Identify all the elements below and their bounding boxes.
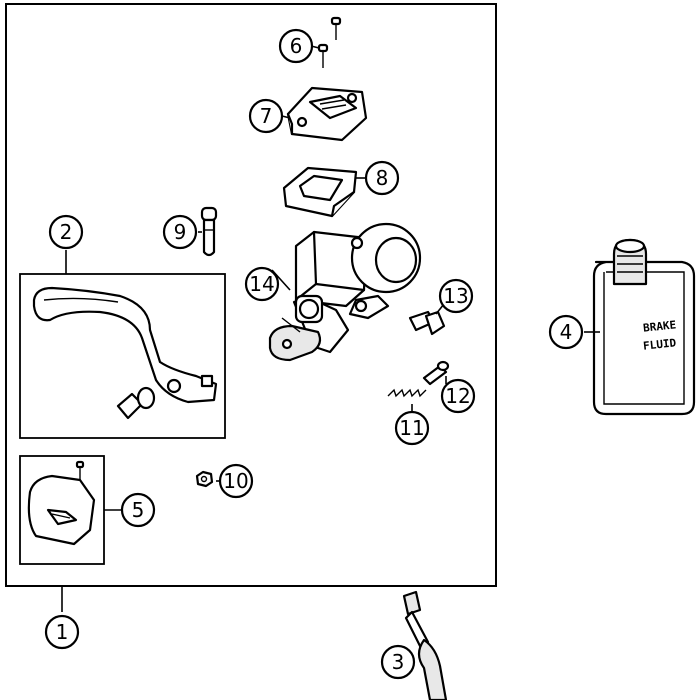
lever-part-2 — [32, 286, 218, 420]
callout-13-number: 13 — [443, 284, 468, 308]
callout-10-number: 10 — [223, 469, 248, 493]
callout-7: 7 — [248, 98, 284, 134]
callout-9-number: 9 — [174, 220, 187, 244]
callout-4: 4 — [548, 314, 584, 350]
brake-fluid-bottle-part-4 — [592, 238, 696, 416]
piston-part-14 — [268, 317, 322, 362]
assembly-frame — [5, 3, 497, 587]
callout-4-number: 4 — [560, 320, 573, 344]
callout-8: 8 — [364, 160, 400, 196]
brake-line-fitting-part-3 — [402, 590, 448, 700]
callout-7-number: 7 — [260, 104, 273, 128]
screw-part-6 — [317, 16, 342, 68]
callout-2: 2 — [48, 214, 84, 250]
lever-subframe — [19, 273, 226, 439]
callout-2-number: 2 — [60, 220, 73, 244]
callout-10: 10 — [218, 463, 254, 499]
pin-part-12 — [422, 360, 450, 386]
callout-6-number: 6 — [290, 34, 303, 58]
callout-6: 6 — [278, 28, 314, 64]
callout-3-number: 3 — [392, 650, 405, 674]
callout-11: 11 — [394, 410, 430, 446]
gasket-part-8 — [282, 166, 358, 218]
bolt-part-9 — [200, 206, 218, 257]
bottle-label-line1: BRAKE — [642, 318, 676, 334]
cover-kit-part-5 — [27, 460, 96, 546]
callout-1-number: 1 — [56, 620, 69, 644]
callout-12-number: 12 — [445, 384, 470, 408]
nut-part-10 — [195, 470, 214, 488]
callout-12: 12 — [440, 378, 476, 414]
callout-14: 14 — [244, 266, 280, 302]
callout-8-number: 8 — [376, 166, 389, 190]
leader-lines — [61, 45, 600, 612]
spring-part-11 — [387, 388, 427, 398]
bolt-part-13 — [408, 310, 446, 336]
callout-3: 3 — [380, 644, 416, 680]
callout-13: 13 — [438, 278, 474, 314]
callout-14-number: 14 — [249, 272, 274, 296]
master-cylinder-body — [292, 222, 422, 354]
callout-5: 5 — [120, 492, 156, 528]
callout-1: 1 — [44, 614, 80, 650]
bottle-label-line2: FLUID — [642, 336, 677, 352]
callout-9: 9 — [162, 214, 198, 250]
reservoir-cover-part-7 — [286, 86, 368, 142]
callout-11-number: 11 — [399, 416, 424, 440]
callout-5-number: 5 — [132, 498, 145, 522]
